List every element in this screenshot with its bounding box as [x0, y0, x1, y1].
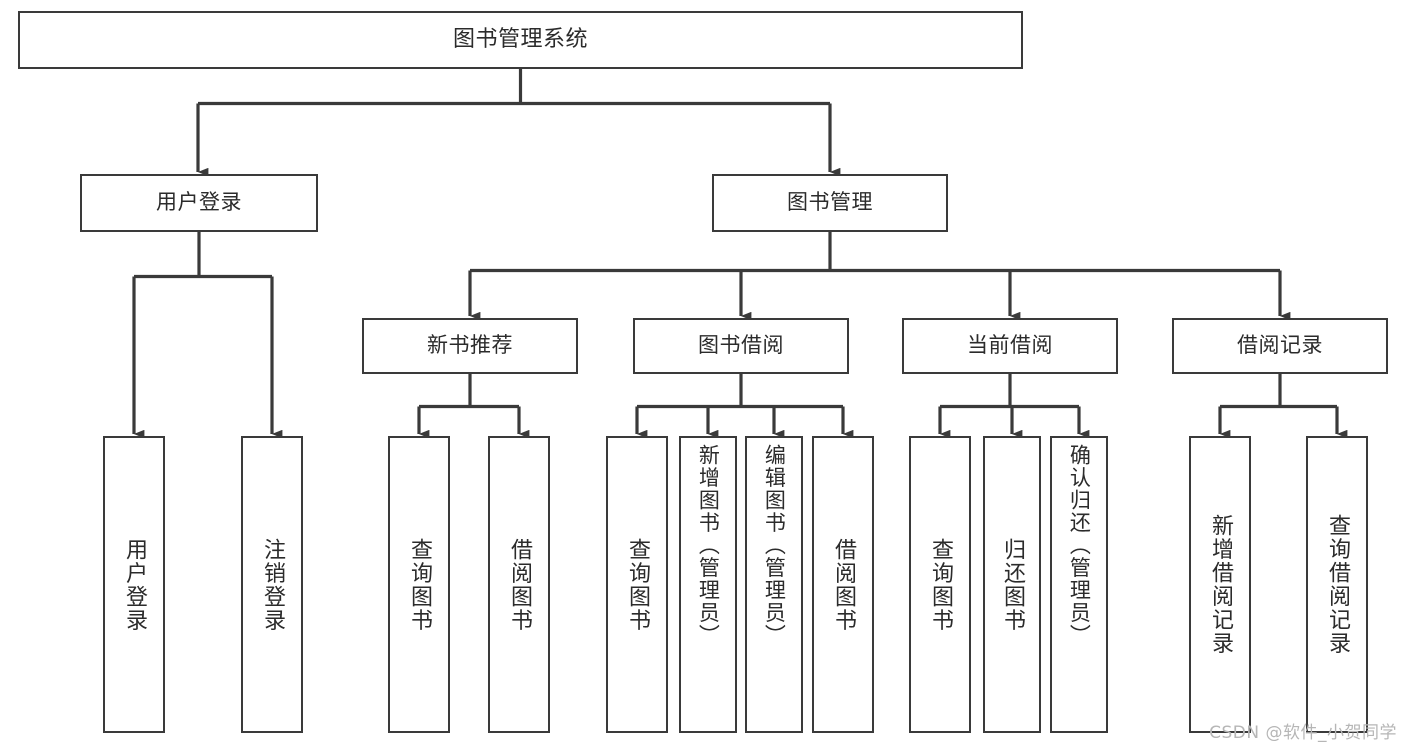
node-leaf-add-book-admin[interactable]: 新增图书（管理员） — [679, 436, 737, 733]
node-label-new-book-recommend: 新书推荐 — [427, 333, 513, 358]
node-leaf-query-borrow-record[interactable]: 查询借阅记录 — [1306, 436, 1368, 733]
node-label-leaf-query-borrow-record: 查询借阅记录 — [1324, 514, 1350, 655]
node-leaf-user-login[interactable]: 用户登录 — [103, 436, 165, 733]
node-book-borrow[interactable]: 图书借阅 — [633, 318, 849, 374]
node-label-leaf-return-book: 归还图书 — [999, 537, 1025, 632]
node-leaf-borrow-book[interactable]: 借阅图书 — [812, 436, 874, 733]
node-user-login[interactable]: 用户登录 — [80, 174, 318, 232]
node-label-leaf-edit-book-admin: 编辑图书（管理员） — [762, 444, 787, 647]
node-label-user-login: 用户登录 — [156, 190, 242, 215]
node-leaf-borrow-book-rec[interactable]: 借阅图书 — [488, 436, 550, 733]
node-label-leaf-user-login: 用户登录 — [121, 537, 147, 632]
node-root-system[interactable]: 图书管理系统 — [18, 11, 1023, 69]
node-leaf-return-book[interactable]: 归还图书 — [983, 436, 1041, 733]
node-label-leaf-query-book-borrow: 查询图书 — [624, 537, 650, 632]
node-label-root: 图书管理系统 — [452, 27, 588, 53]
node-leaf-edit-book-admin[interactable]: 编辑图书（管理员） — [745, 436, 803, 733]
node-label-book-borrow: 图书借阅 — [698, 333, 784, 358]
node-current-borrow[interactable]: 当前借阅 — [902, 318, 1118, 374]
node-label-leaf-add-book-admin: 新增图书（管理员） — [696, 444, 721, 647]
node-label-leaf-borrow-book-rec: 借阅图书 — [506, 537, 532, 632]
node-leaf-confirm-return-admin[interactable]: 确认归还（管理员） — [1050, 436, 1108, 733]
node-leaf-query-book-rec[interactable]: 查询图书 — [388, 436, 450, 733]
node-book-manage[interactable]: 图书管理 — [712, 174, 948, 232]
node-label-leaf-query-book-rec: 查询图书 — [406, 537, 432, 632]
node-label-leaf-add-borrow-record: 新增借阅记录 — [1207, 514, 1233, 655]
node-label-borrow-record: 借阅记录 — [1237, 333, 1323, 358]
node-label-leaf-query-book-current: 查询图书 — [927, 537, 953, 632]
node-label-book-manage: 图书管理 — [787, 190, 873, 215]
node-label-leaf-logout: 注销登录 — [259, 537, 285, 632]
node-label-current-borrow: 当前借阅 — [967, 333, 1053, 358]
node-new-book-recommend[interactable]: 新书推荐 — [362, 318, 578, 374]
node-borrow-record[interactable]: 借阅记录 — [1172, 318, 1388, 374]
node-leaf-logout[interactable]: 注销登录 — [241, 436, 303, 733]
node-leaf-query-book-borrow[interactable]: 查询图书 — [606, 436, 668, 733]
node-leaf-query-book-current[interactable]: 查询图书 — [909, 436, 971, 733]
node-label-leaf-confirm-return-admin: 确认归还（管理员） — [1067, 444, 1092, 647]
node-leaf-add-borrow-record[interactable]: 新增借阅记录 — [1189, 436, 1251, 733]
node-label-leaf-borrow-book: 借阅图书 — [830, 537, 856, 632]
